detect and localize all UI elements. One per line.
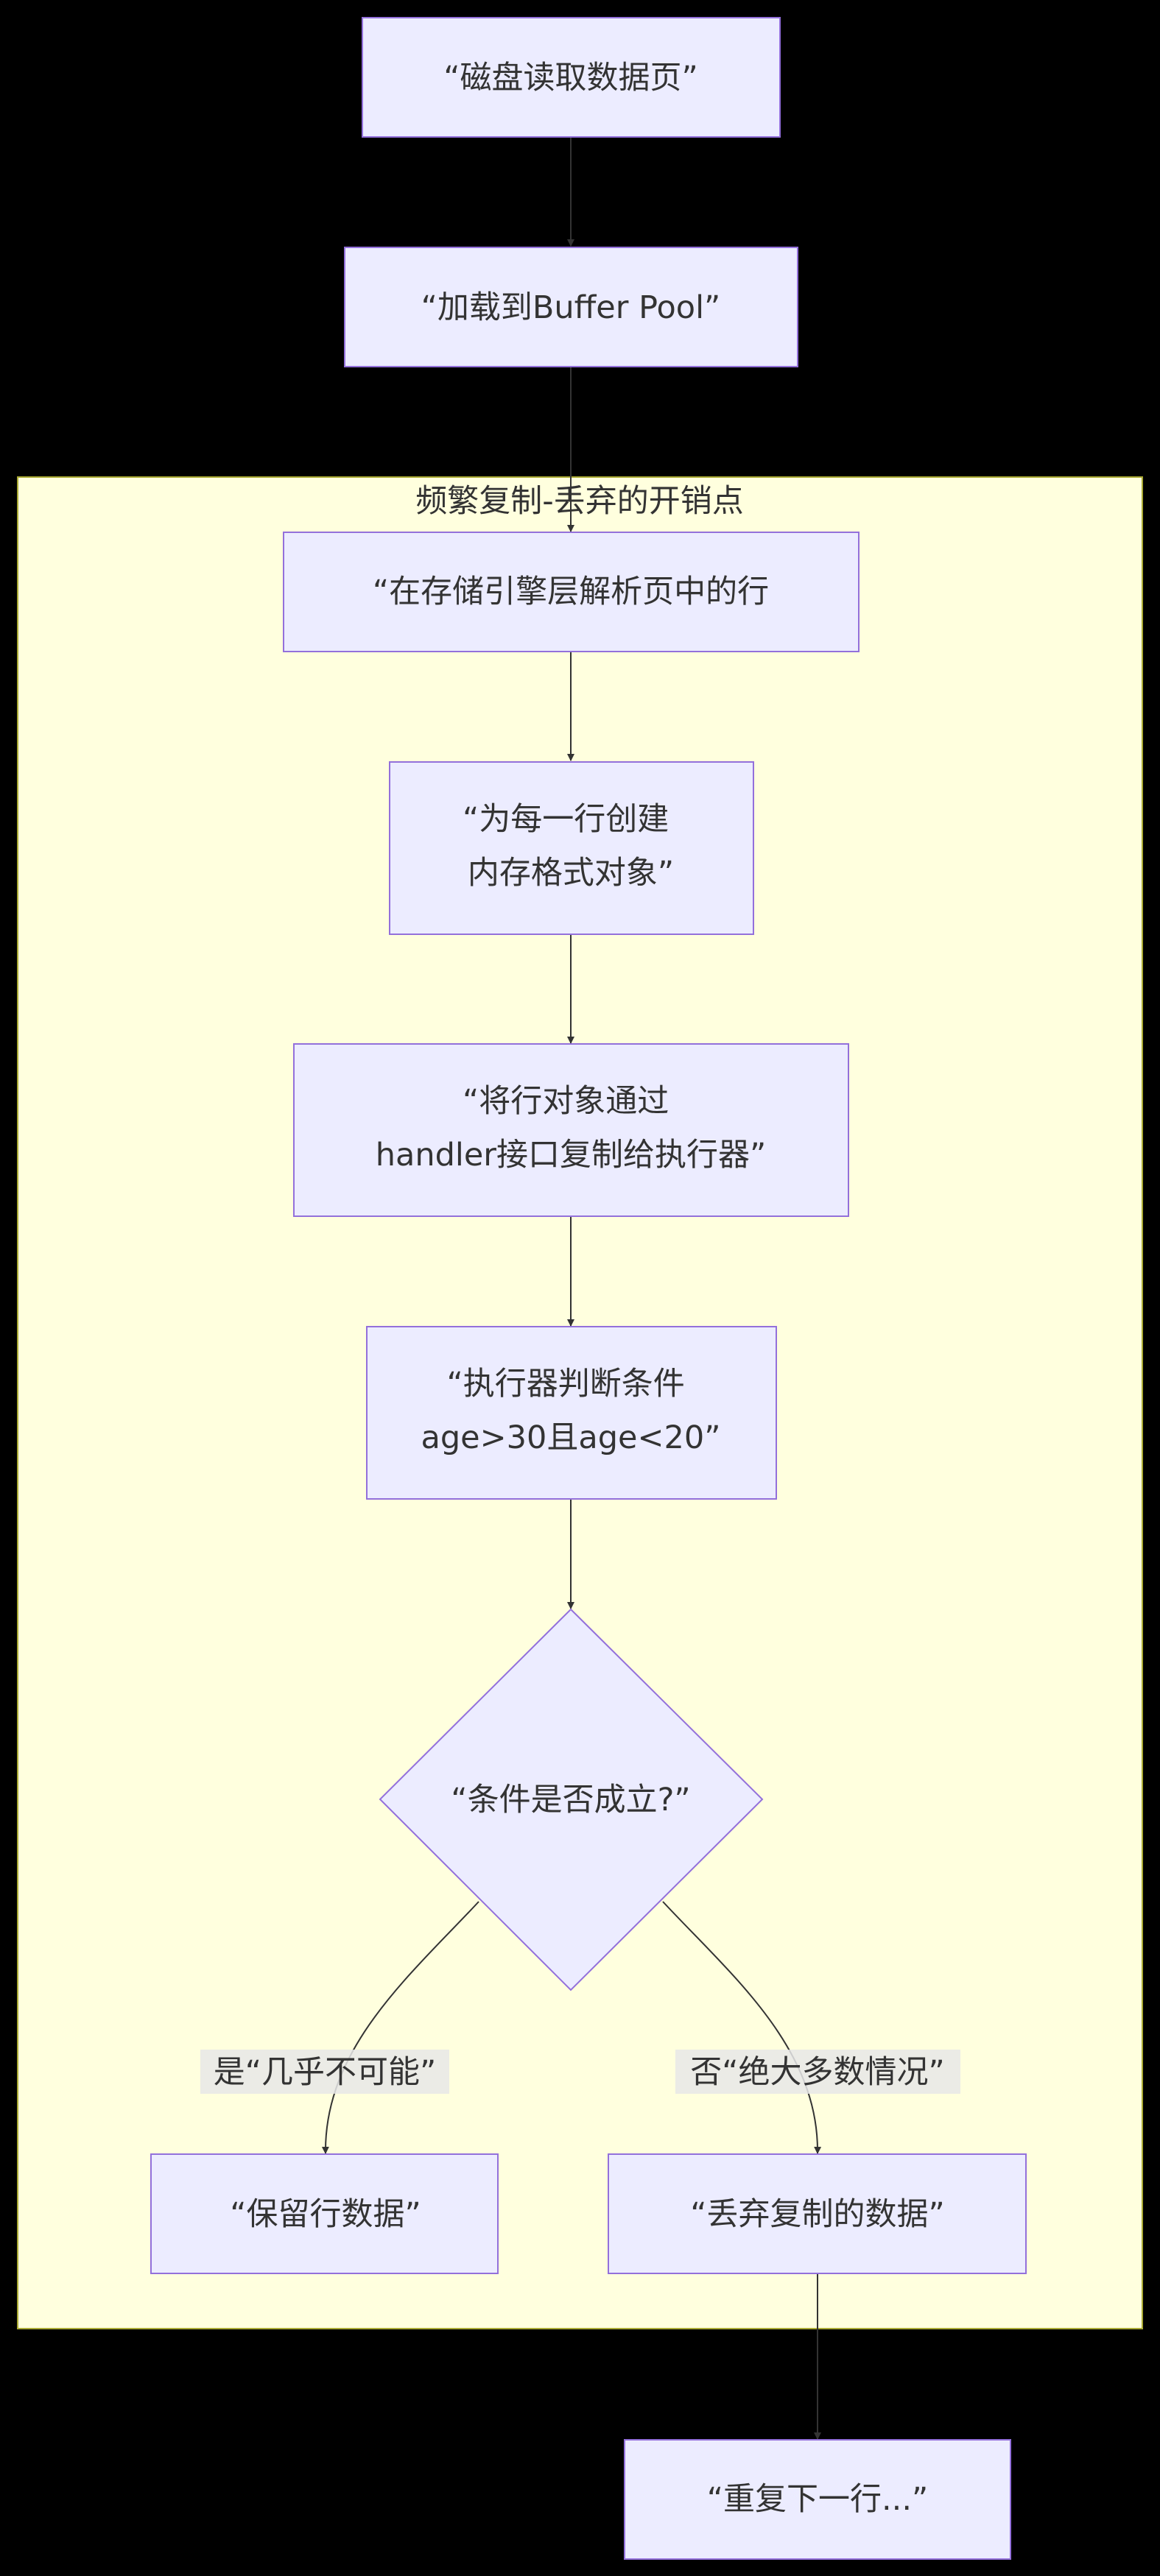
node-judge-line-2: age>30且age<20”	[421, 1419, 721, 1456]
edge-label-yes-text: 是“几乎不可能”	[214, 2054, 437, 2091]
node-parse-rows-box	[283, 532, 860, 652]
node-parse-rows: “在存储引擎层解析页中的行	[283, 532, 860, 652]
edge-label-no-bg	[675, 2050, 960, 2094]
node-copy-handler-text: “将行对象通过 handler接口复制给执行器”	[376, 1083, 767, 1174]
edges	[321, 137, 822, 2440]
node-load-buffer-line: “加载到Buffer Pool”	[421, 289, 721, 326]
node-discard-text: “丢弃复制的数据”	[690, 2196, 945, 2233]
node-decision-text: “条件是否成立?”	[451, 1782, 690, 1818]
node-copy-handler: “将行对象通过 handler接口复制给执行器”	[293, 1043, 849, 1217]
node-parse-rows-line: “在存储引擎层解析页中的行	[373, 574, 769, 610]
node-keep-text: “保留行数据”	[230, 2196, 421, 2233]
node-disk-read-line: “磁盘读取数据页”	[443, 60, 698, 96]
nodes: “磁盘读取数据页” “加载到Buffer Pool” “在存储引擎层解析页中的行…	[150, 17, 1027, 2560]
node-parse-rows-text: “在存储引擎层解析页中的行	[373, 574, 769, 610]
node-create-objects-line-2: 内存格式对象”	[468, 855, 674, 892]
node-copy-handler-line-2: handler接口复制给执行器”	[376, 1137, 767, 1174]
node-discard-box	[608, 2153, 1027, 2274]
node-repeat-text: “重复下一行...”	[707, 2481, 929, 2518]
node-copy-handler-box	[293, 1043, 849, 1217]
node-create-objects-box	[389, 761, 754, 935]
edge-label-yes: 是“几乎不可能”	[200, 2050, 449, 2094]
node-create-objects-text: “为每一行创建 内存格式对象”	[463, 801, 679, 892]
node-disk-read-box	[362, 17, 781, 138]
node-decision-line: “条件是否成立?”	[451, 1782, 690, 1818]
node-judge-text: “执行器判断条件 age>30且age<20”	[421, 1366, 721, 1456]
node-decision-diamond	[379, 1608, 764, 1991]
node-load-buffer-text: “加载到Buffer Pool”	[421, 289, 721, 326]
node-create-objects-line-1: “为每一行创建	[463, 801, 669, 838]
node-discard-line: “丢弃复制的数据”	[690, 2196, 945, 2233]
node-judge-box	[366, 1326, 777, 1500]
edge-label-no-text: 否“绝大多数情况”	[690, 2054, 945, 2091]
node-judge: “执行器判断条件 age>30且age<20”	[366, 1326, 777, 1500]
node-disk-read: “磁盘读取数据页”	[362, 17, 781, 138]
node-decision: “条件是否成立?”	[379, 1608, 764, 1991]
node-keep-box	[150, 2153, 499, 2274]
node-repeat-box	[624, 2439, 1011, 2560]
edge-labels: 是“几乎不可能” 否“绝大多数情况”	[200, 2050, 960, 2094]
cluster-title: 频繁复制-丢弃的开销点	[415, 483, 744, 520]
edge-label-no: 否“绝大多数情况”	[675, 2050, 960, 2094]
node-keep-line: “保留行数据”	[230, 2196, 421, 2233]
edge-decision-to-discard	[662, 1901, 822, 2154]
node-repeat: “重复下一行...”	[624, 2439, 1011, 2560]
edge-decision-to-keep	[321, 1901, 479, 2154]
node-discard: “丢弃复制的数据”	[608, 2153, 1027, 2274]
node-keep: “保留行数据”	[150, 2153, 499, 2274]
edge-label-yes-bg	[200, 2050, 449, 2094]
node-judge-line-1: “执行器判断条件	[447, 1366, 685, 1402]
node-disk-read-text: “磁盘读取数据页”	[443, 60, 698, 96]
node-create-objects: “为每一行创建 内存格式对象”	[389, 761, 754, 935]
node-load-buffer-box	[344, 247, 798, 367]
node-repeat-line: “重复下一行...”	[707, 2481, 929, 2518]
node-copy-handler-line-1: “将行对象通过	[463, 1083, 669, 1120]
node-load-buffer: “加载到Buffer Pool”	[344, 247, 798, 367]
